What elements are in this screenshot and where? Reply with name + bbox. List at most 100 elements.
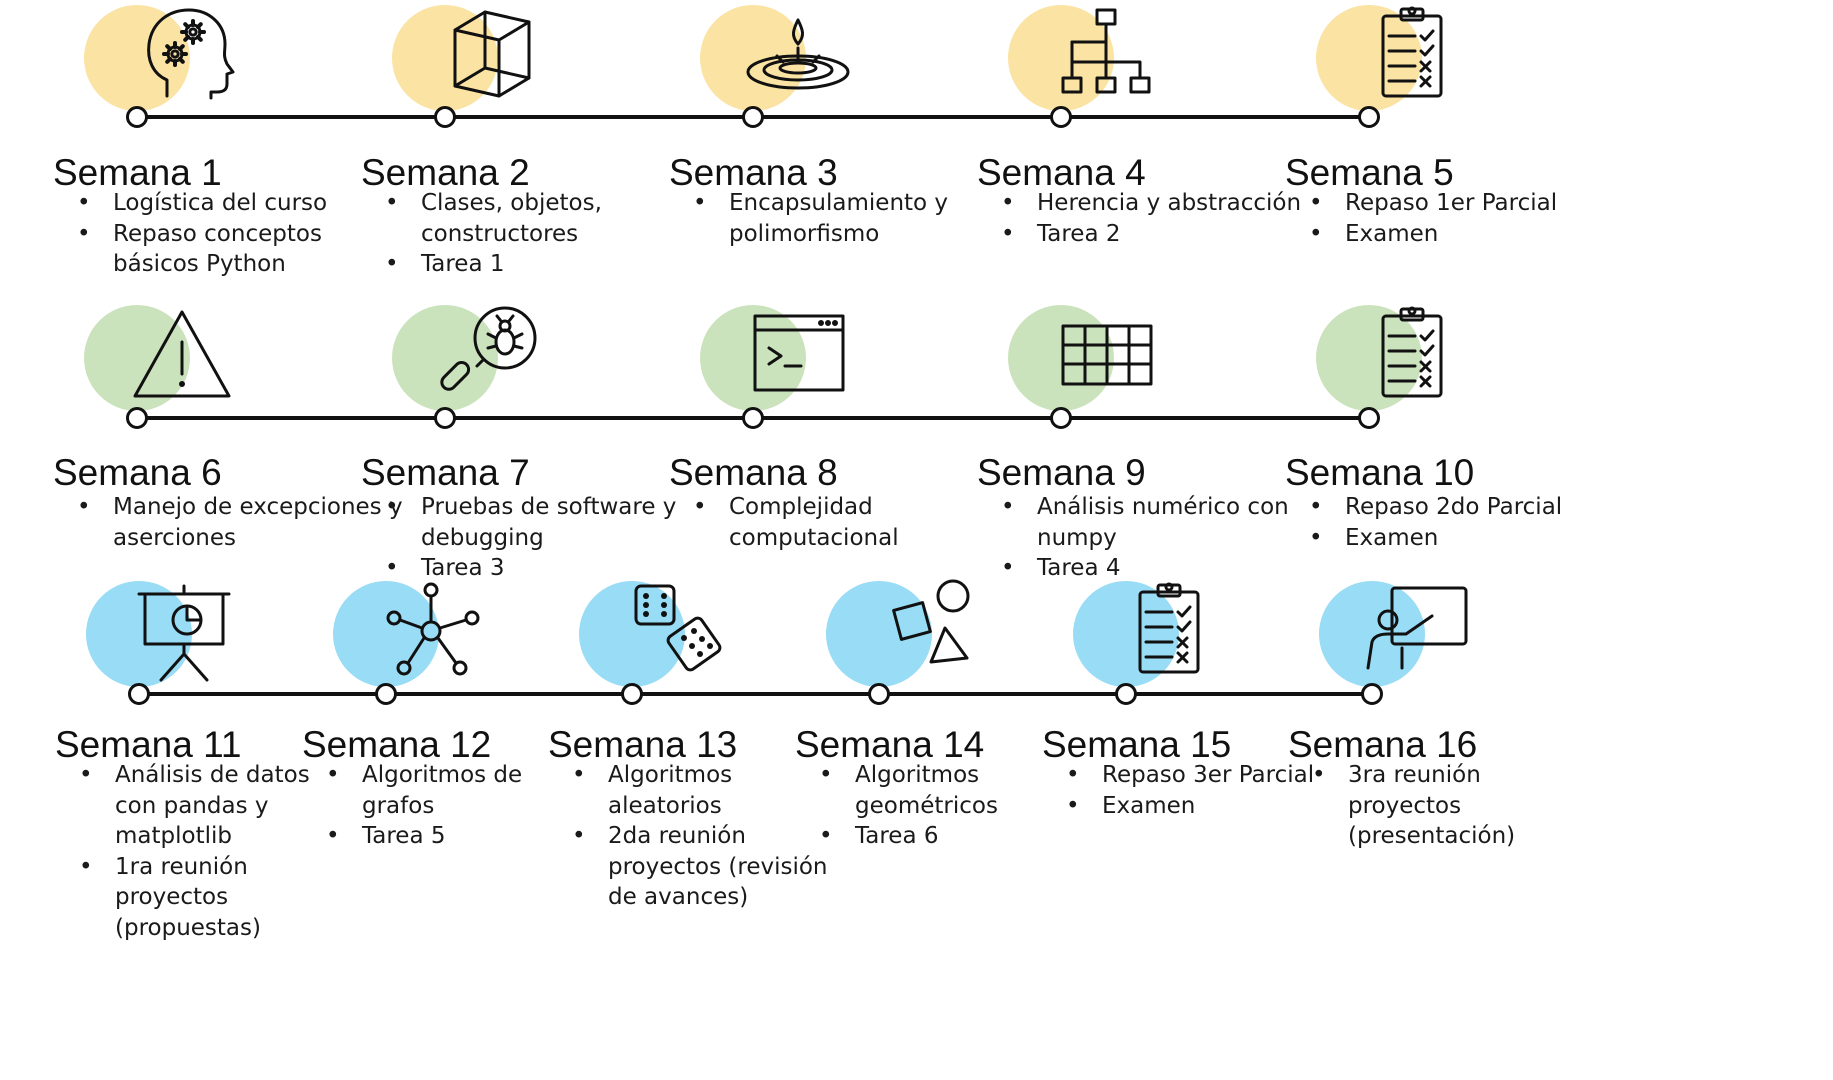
timeline-node <box>621 683 643 705</box>
timeline-node <box>1358 106 1380 128</box>
week-topic-list: Repaso 3er ParcialExamen <box>1042 760 1332 821</box>
presenter-board-icon <box>1362 576 1472 686</box>
week-topic-list: Herencia y abstracciónTarea 2 <box>977 188 1337 249</box>
week-topic-item: Análisis de datos con pandas y matplotli… <box>79 760 345 852</box>
accent-circle <box>392 5 498 111</box>
week-topic-item: Tarea 4 <box>1001 553 1337 584</box>
timeline-node <box>434 106 456 128</box>
week-topic-list: Análisis numérico con numpyTarea 4 <box>977 492 1337 584</box>
timeline-node <box>1050 407 1072 429</box>
timeline-node <box>126 106 148 128</box>
week-topic-item: 2da reunión proyectos (revisión de avanc… <box>572 821 838 913</box>
week-topic-list: Repaso 1er ParcialExamen <box>1285 188 1645 249</box>
week-title: Semana 14 <box>795 724 985 765</box>
timeline-node <box>1361 683 1383 705</box>
week-topic-item: Algoritmos de grafos <box>326 760 592 821</box>
week-topic-item: Repaso 2do Parcial <box>1309 492 1645 523</box>
week-topic-item: Repaso conceptos básicos Python <box>77 219 413 280</box>
week-title: Semana 11 <box>55 724 242 765</box>
week-title: Semana 16 <box>1288 724 1478 765</box>
week-topic-item: Tarea 2 <box>1001 219 1337 250</box>
table-grid-icon <box>1051 300 1161 410</box>
week-topic-item: Tarea 6 <box>819 821 1085 852</box>
timeline-node <box>1115 683 1137 705</box>
clipboard-checklist-icon <box>1359 300 1469 410</box>
timeline-node <box>1358 407 1380 429</box>
week-topic-list: 3ra reunión proyectos (presentación) <box>1288 760 1578 852</box>
accent-circle <box>579 581 685 687</box>
week-topic-item: Algoritmos aleatorios <box>572 760 838 821</box>
accent-circle <box>1073 581 1179 687</box>
week-topic-item: Pruebas de software y debugging <box>385 492 721 553</box>
week-topic-list: Análisis de datos con pandas y matplotli… <box>55 760 345 943</box>
week-topic-item: Tarea 5 <box>326 821 592 852</box>
week-topic-item: Complejidad computacional <box>693 492 1029 553</box>
presentation-pie-chart-icon <box>129 576 239 686</box>
week-topic-list: Clases, objetos, constructoresTarea 1 <box>361 188 721 280</box>
week-topic-list: Manejo de excepciones y aserciones <box>53 492 413 553</box>
week-title: Semana 2 <box>361 152 530 193</box>
accent-circle <box>86 581 192 687</box>
clipboard-checklist-icon <box>1116 576 1226 686</box>
timeline-node <box>375 683 397 705</box>
week-topic-item: Tarea 3 <box>385 553 721 584</box>
timeline-node <box>128 683 150 705</box>
week-topic-item: Encapsulamiento y polimorfismo <box>693 188 1029 249</box>
terminal-window-icon <box>743 300 853 410</box>
week-topic-item: Tarea 1 <box>385 249 721 280</box>
clipboard-checklist-icon <box>1359 0 1469 110</box>
week-topic-list: Algoritmos geométricosTarea 6 <box>795 760 1085 852</box>
timeline-node <box>868 683 890 705</box>
week-title: Semana 9 <box>977 452 1146 493</box>
warning-icon <box>127 300 237 410</box>
accent-circle <box>1316 305 1422 411</box>
timeline-node <box>434 407 456 429</box>
week-topic-item: Logística del curso <box>77 188 413 219</box>
week-topic-list: Pruebas de software y debuggingTarea 3 <box>361 492 721 584</box>
week-topic-list: Repaso 2do ParcialExamen <box>1285 492 1645 553</box>
cube-icon <box>435 0 545 110</box>
week-topic-item: Manejo de excepciones y aserciones <box>77 492 413 553</box>
timeline-node <box>126 407 148 429</box>
accent-circle <box>84 5 190 111</box>
week-topic-item: Clases, objetos, constructores <box>385 188 721 249</box>
week-topic-item: Examen <box>1309 219 1645 250</box>
accent-circle <box>1316 5 1422 111</box>
timeline-node <box>1050 106 1072 128</box>
hierarchy-icon <box>1051 0 1161 110</box>
timeline-node <box>742 106 764 128</box>
week-title: Semana 12 <box>302 724 492 765</box>
week-topic-item: Análisis numérico con numpy <box>1001 492 1337 553</box>
accent-circle <box>1008 305 1114 411</box>
week-title: Semana 7 <box>361 452 530 493</box>
week-title: Semana 13 <box>548 724 738 765</box>
week-topic-item: Examen <box>1066 791 1332 822</box>
week-topic-list: Logística del cursoRepaso conceptos bási… <box>53 188 413 280</box>
week-title: Semana 4 <box>977 152 1146 193</box>
week-topic-item: Herencia y abstracción <box>1001 188 1337 219</box>
week-title: Semana 6 <box>53 452 222 493</box>
accent-circle <box>700 5 806 111</box>
week-topic-item: Algoritmos geométricos <box>819 760 1085 821</box>
week-title: Semana 1 <box>53 152 222 193</box>
week-topic-list: Algoritmos aleatorios2da reunión proyect… <box>548 760 838 913</box>
week-topic-list: Encapsulamiento y polimorfismo <box>669 188 1029 249</box>
timeline-node <box>742 407 764 429</box>
accent-circle <box>826 581 932 687</box>
week-topic-list: Algoritmos de grafosTarea 5 <box>302 760 592 852</box>
timeline-line <box>139 692 1372 696</box>
week-topic-item: Repaso 3er Parcial <box>1066 760 1332 791</box>
week-title: Semana 15 <box>1042 724 1232 765</box>
week-topic-item: 3ra reunión proyectos (presentación) <box>1312 760 1578 852</box>
dice-icon <box>622 576 732 686</box>
week-title: Semana 3 <box>669 152 838 193</box>
week-title: Semana 10 <box>1285 452 1475 493</box>
week-title: Semana 8 <box>669 452 838 493</box>
geometric-shapes-icon <box>869 576 979 686</box>
week-topic-list: Complejidad computacional <box>669 492 1029 553</box>
water-drop-ripple-icon <box>743 0 853 110</box>
week-topic-item: Repaso 1er Parcial <box>1309 188 1645 219</box>
week-title: Semana 5 <box>1285 152 1454 193</box>
week-topic-item: 1ra reunión proyectos (propuestas) <box>79 852 345 944</box>
network-graph-icon <box>376 576 486 686</box>
